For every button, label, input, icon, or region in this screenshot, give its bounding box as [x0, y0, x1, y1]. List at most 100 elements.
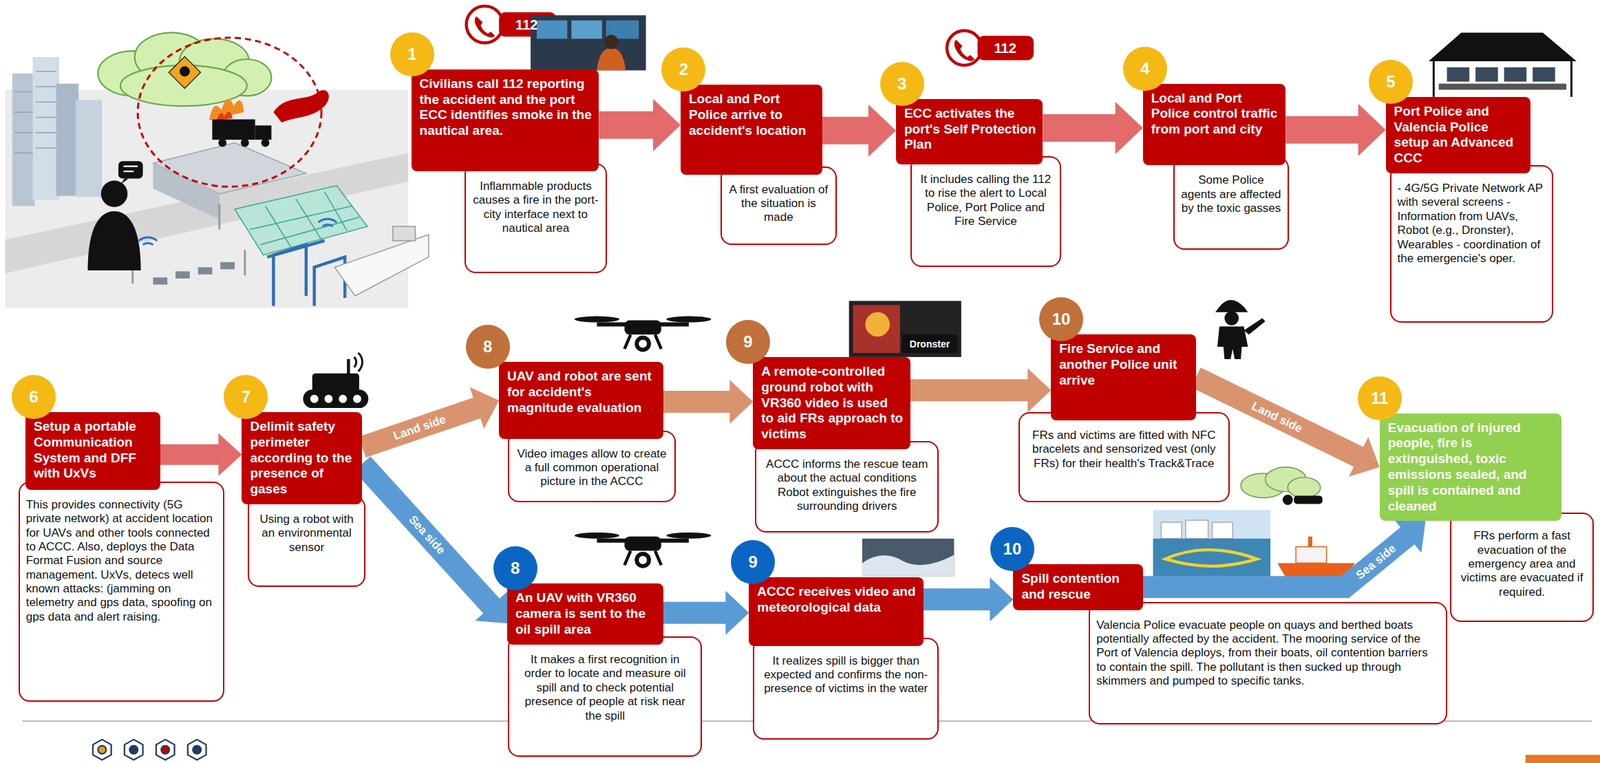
- step-title: Spill contention and rescue: [1021, 571, 1136, 603]
- port-illustration: [12, 73, 36, 207]
- callout-number: 7: [223, 375, 268, 420]
- tent-icon: [1433, 61, 1572, 98]
- step-title: A remote-controlled ground robot with VR…: [761, 364, 903, 443]
- corner-bar: [1525, 754, 1600, 763]
- port-illustration: [318, 218, 338, 223]
- phone-number: 112: [994, 41, 1017, 56]
- firefighter-icon: [1215, 300, 1266, 360]
- callout-number: 6: [11, 375, 56, 420]
- step-text: Video images allow to create a full comm…: [515, 447, 668, 490]
- arrow-head: [1358, 103, 1386, 157]
- port-illustration: [14, 71, 57, 154]
- flow-arrow: [1285, 103, 1386, 157]
- lifeboat-icon: [1295, 547, 1327, 564]
- port-illustration: [261, 139, 270, 148]
- step-text: It realizes spill is bigger than expecte…: [760, 654, 932, 697]
- step-description: Some Police agents are affected by the t…: [1173, 156, 1289, 250]
- flow-arrow: [160, 433, 243, 477]
- step-description: Video images allow to create a full comm…: [507, 430, 676, 503]
- drone-icon: [634, 551, 652, 569]
- port-illustration: [220, 262, 235, 270]
- flow-arrow: [1143, 518, 1426, 588]
- partner-logos: [156, 739, 175, 761]
- phone-icon: [466, 6, 504, 43]
- callout-digit: 9: [743, 332, 753, 352]
- port-illustration: [14, 152, 34, 154]
- victim-icon: [1287, 477, 1320, 499]
- phone-icon: [946, 30, 982, 65]
- step-title: Port Police and Valencia Police setup an…: [1394, 103, 1525, 167]
- photo-caption: Dronster: [909, 339, 950, 349]
- drone-icon: [574, 316, 712, 353]
- robot-icon: [346, 359, 350, 376]
- port-illustration: [273, 90, 329, 123]
- control-room-photo: [536, 20, 568, 40]
- callout-digit: 5: [1385, 72, 1395, 92]
- step-header: Setup a portable Communication System an…: [25, 412, 161, 490]
- step-text: It makes a first recognition in order to…: [515, 653, 695, 724]
- flow-arrow: [822, 104, 896, 157]
- robot-icon: [310, 395, 319, 404]
- drone-icon: [624, 536, 661, 552]
- port-illustration: [218, 139, 227, 148]
- port-illustration: [249, 205, 352, 230]
- flow-arrow: [910, 368, 1052, 413]
- partner-logos: [92, 739, 207, 761]
- control-room-photo: [530, 15, 647, 71]
- callout-number: 9: [726, 320, 771, 365]
- port-illustration: [179, 66, 190, 77]
- arrow-head: [470, 387, 500, 430]
- step-header: Local and Port Police arrive to accident…: [680, 84, 823, 175]
- port-illustration: [265, 205, 292, 247]
- port-illustration: [35, 101, 57, 103]
- port-illustration: [392, 226, 416, 241]
- control-room-photo: [604, 34, 619, 49]
- robot-photo: [865, 312, 890, 338]
- step-header: Delimit safety perimeter according to th…: [241, 412, 362, 505]
- flow-arrow: [361, 387, 499, 448]
- robot-icon: [310, 395, 362, 404]
- tent-icon: [1532, 67, 1556, 82]
- drone-icon: [624, 320, 661, 336]
- step-title: Setup a portable Communication System an…: [33, 419, 154, 482]
- port-illustration: [255, 125, 272, 140]
- step-text: - 4G/5G Private Network AP with several …: [1397, 181, 1546, 266]
- partner-logos: [161, 745, 170, 755]
- firefighter-icon: [1224, 311, 1239, 326]
- port-illustration: [4, 32, 429, 308]
- port-illustration: [120, 178, 129, 185]
- step-text: Some Police agents are affected by the t…: [1180, 173, 1282, 216]
- port-illustration: [152, 262, 235, 285]
- step-text: FRs perform a fast evacuation of the eme…: [1457, 529, 1587, 600]
- robot-photo: [853, 304, 901, 354]
- callout-digit: 11: [1370, 388, 1389, 409]
- port-illustration: [216, 111, 233, 121]
- callout-digit: 2: [679, 59, 689, 80]
- tent-icon: [1475, 67, 1499, 82]
- port-illustration: [123, 166, 138, 172]
- drone-icon: [634, 335, 652, 353]
- step-text: Valencia Police evacuate people on quays…: [1096, 618, 1439, 689]
- sea-photo: [862, 538, 954, 577]
- control-room-photo: [571, 20, 602, 40]
- step-title: Evacuation of injured people, fire is ex…: [1388, 420, 1555, 515]
- port-illustration: [334, 234, 429, 296]
- arrow-head: [729, 379, 753, 424]
- tent-icon: [1570, 61, 1573, 98]
- step-description: Using a robot with an environmental sens…: [247, 496, 366, 588]
- port-illustration: [314, 257, 345, 307]
- arrow-head: [218, 433, 242, 477]
- partner-logos: [97, 745, 106, 755]
- step-header: Evacuation of injured people, fire is ex…: [1379, 413, 1562, 522]
- step-text: Inflammable products causes a fire in th…: [472, 179, 601, 237]
- arrow-shaft: [1042, 114, 1117, 142]
- arrow-shaft: [1143, 535, 1409, 588]
- step-title: An UAV with VR360 camera is sent to the …: [515, 590, 657, 638]
- robot-icon: [353, 395, 362, 404]
- robot-icon: [302, 353, 369, 409]
- drone-icon: [574, 532, 620, 539]
- step-header: An UAV with VR360 camera is sent to the …: [507, 583, 664, 645]
- port-illustration: [97, 32, 272, 106]
- arrow-label: Land side: [1250, 399, 1305, 435]
- step-title: ACCC receives video and meteorological d…: [756, 584, 917, 616]
